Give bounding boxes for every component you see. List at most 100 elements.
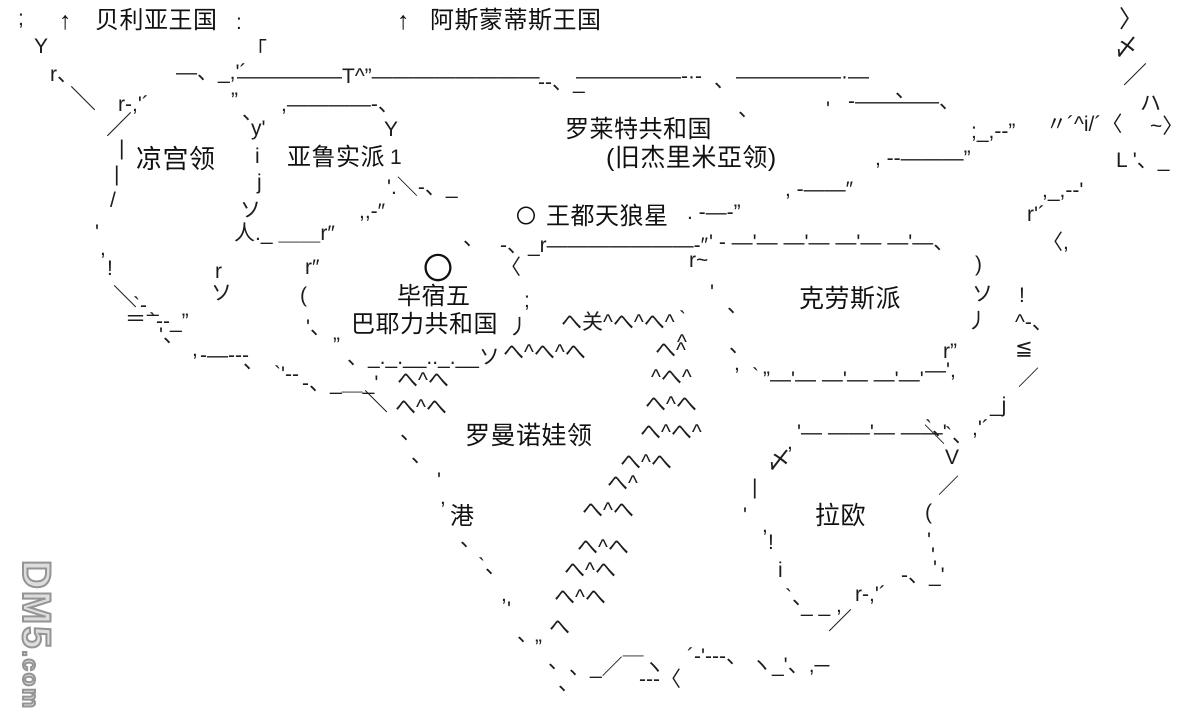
ascii-fragment: ,: [192, 338, 198, 361]
ascii-fragment: , ‐‐———”: [875, 147, 971, 170]
ascii-fragment: —————T^”————————: [237, 65, 540, 88]
ascii-fragment: ' ‐ —'— —'— —'— —'—、: [709, 231, 955, 254]
ascii-fragment: ;: [524, 289, 530, 312]
ascii-fragment: 〆: [1114, 34, 1138, 61]
ascii-fragment: ハ: [1140, 92, 1161, 115]
label-aldebaran-circle: 〇: [423, 253, 454, 286]
ascii-fragment: ,_,‐‐': [1042, 179, 1084, 202]
ascii-fragment: 、: [411, 444, 432, 467]
ascii-fragment: —、_,'´: [176, 61, 247, 84]
ascii-fragment: 〉: [1119, 6, 1143, 33]
ascii-fragment: ^: [677, 331, 687, 354]
ascii-fragment: |: [752, 476, 758, 499]
ascii-fragment: 、_._.__.._.__ソ: [347, 346, 500, 369]
ascii-fragment: r、: [50, 63, 78, 86]
ascii-fragment: —',: [925, 359, 956, 382]
ascii-fragment: ,: [734, 352, 740, 375]
ascii-fragment: ': [95, 221, 100, 244]
ascii-fragment: L '、_: [1116, 149, 1170, 172]
label-region-romanova: 罗曼诺娃领: [465, 422, 593, 450]
ascii-fragment: ソ: [211, 282, 232, 305]
ascii-fragment: 、: [548, 650, 569, 673]
ascii-fragment: ,: [440, 486, 446, 509]
ascii-fragment: (: [300, 284, 307, 307]
ascii-fragment: 、: [895, 79, 916, 102]
ascii-fragment: r”: [943, 340, 957, 363]
ascii-fragment: r'´: [1027, 203, 1045, 226]
ascii-fragment: ;: [18, 7, 24, 30]
ascii-fragment: ／: [938, 475, 959, 498]
ascii-fragment: ´‐'‐‐‐、: [687, 645, 747, 668]
ascii-fragment: /: [110, 189, 116, 212]
ascii-fragment: 1: [390, 146, 402, 169]
ascii-fragment: ': [826, 98, 831, 121]
ascii-fragment: へ^へ: [582, 499, 634, 522]
ascii-fragment: へ^へ: [554, 586, 606, 609]
label-capital-sirius: 王都天狼星: [546, 203, 669, 230]
ascii-fragment: ,: [501, 583, 507, 606]
ascii-fragment: ”: [535, 636, 542, 659]
ascii-fragment: `'‐-: [274, 363, 299, 386]
ascii-fragment: 、: [714, 69, 735, 92]
ascii-fragment: Y: [34, 35, 49, 58]
ascii-fragment: へ: [549, 616, 570, 639]
ascii-fragment: V: [945, 446, 960, 469]
ascii-fragment: へ^: [655, 339, 686, 362]
label-region-liangong: 凉宫领: [136, 144, 216, 174]
ascii-fragment: ~〉: [1150, 115, 1184, 138]
ascii-fragment: ): [975, 253, 982, 276]
dm5-watermark: DM5.com: [13, 559, 59, 711]
ascii-fragment: 、: [558, 672, 579, 695]
label-region-lao: 拉欧: [815, 502, 867, 530]
ascii-fragment: r~: [689, 249, 709, 272]
ascii-fragment: ': [933, 557, 938, 580]
ascii-fragment: ”: [333, 334, 340, 357]
ascii-fragment: —————·—: [736, 65, 869, 88]
ascii-fragment: ソ: [240, 199, 261, 222]
ascii-fragment: ／: [106, 110, 133, 140]
ascii-fragment: ;_,‐‐”: [971, 120, 1016, 143]
ascii-fragment: y': [251, 117, 266, 140]
ascii-fragment: 、: [729, 334, 750, 357]
ascii-fragment: ‐‐、_: [538, 71, 585, 94]
ascii-fragment: へ^へ: [564, 559, 616, 582]
ascii-fragment: Y: [384, 118, 399, 141]
ascii-fragment: ^へ^: [651, 366, 692, 389]
ascii-fragment: ≦: [1015, 337, 1033, 360]
ascii-fragment: `‐_: [133, 294, 159, 317]
ascii-fragment: r: [215, 260, 222, 283]
ascii-fragment: 、_／￣ヽ: [569, 656, 665, 679]
ascii-fragment: ヽ_'、,─: [751, 654, 830, 677]
label-region-klaus: 克劳斯派: [799, 285, 902, 313]
ascii-fragment: !: [1019, 284, 1025, 307]
ascii-fragment: ‐————、: [848, 90, 960, 113]
ascii-fragment: r‐,'´: [855, 583, 886, 606]
ascii-fragment: へ^: [607, 472, 638, 495]
ascii-fragment: 〆: [767, 447, 791, 474]
ascii-fragment: (: [925, 501, 932, 524]
label-kingdom-asmodeus: 阿斯蒙蒂斯王国: [430, 7, 602, 34]
ascii-fragment: ,: [762, 514, 768, 537]
ascii-fragment: ‐、_': [901, 564, 945, 587]
ascii-fragment: '、: [159, 324, 185, 347]
ascii-fragment: ': [927, 529, 932, 552]
ascii-fragment: へ关^へ^へ^: [561, 311, 675, 334]
label-kingdom-asmodeus-arrow: ↑: [397, 7, 410, 35]
ascii-fragment: 人._ ＿＿r″: [234, 222, 335, 245]
ascii-fragment: `: [752, 365, 759, 388]
ascii-fragment: —————‐·‐: [576, 65, 702, 88]
ascii-fragment: 、: [460, 528, 481, 551]
ascii-fragment: !: [107, 257, 113, 280]
ascii-fragment: 、: [517, 623, 538, 646]
ascii-fragment: 〈: [500, 256, 521, 279]
ascii-fragment: ‐、_r———————‐″: [500, 234, 709, 257]
ascii-fragment: ＝: [125, 308, 146, 331]
ascii-fragment: へ^へ: [577, 536, 629, 559]
label-region-yalushi: 亚鲁实派: [287, 144, 385, 171]
ascii-fragment: ソ: [972, 283, 993, 306]
ascii-fragment: |: [114, 163, 120, 186]
ascii-fragment: 「: [246, 39, 267, 62]
ascii-fragment: `、: [925, 417, 953, 440]
label-region-rolet: 罗莱特共和国: [565, 116, 712, 143]
